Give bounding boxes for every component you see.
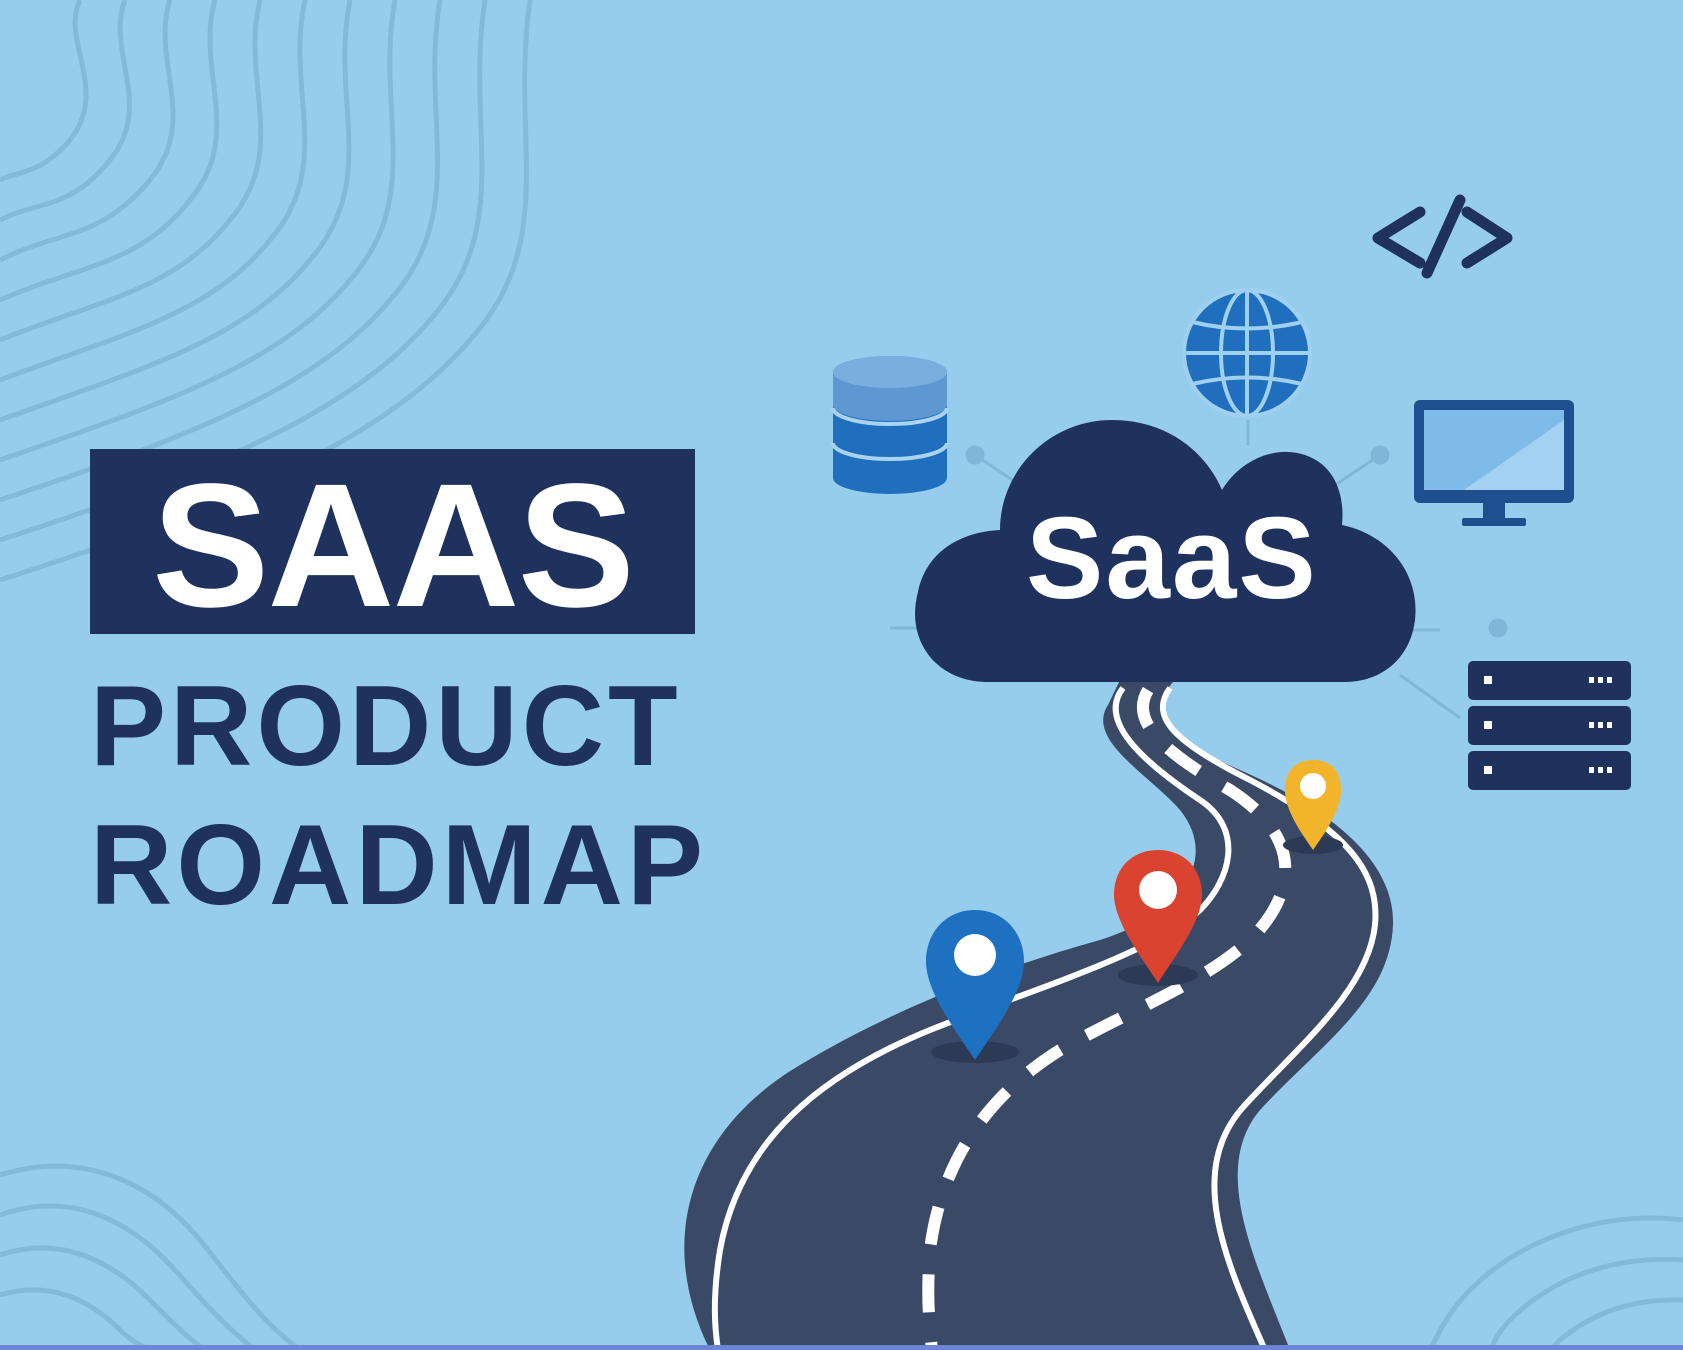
road-icon <box>684 680 1394 1350</box>
connector-lines <box>890 420 1508 720</box>
title-highlight: SAAS <box>152 447 635 644</box>
title-line-1: PRODUCT <box>90 663 682 790</box>
monitor-icon <box>1414 400 1574 526</box>
map-pin-icon <box>1113 850 1203 986</box>
wave-lines-bottom-right <box>1427 1215 1683 1350</box>
wave-lines-bottom-left <box>0 1163 302 1350</box>
title-line-2: ROADMAP <box>90 802 707 929</box>
code-icon <box>1372 194 1513 279</box>
map-pin-icon <box>925 910 1025 1063</box>
database-icon <box>831 356 949 494</box>
map-pin-icon <box>1283 760 1343 854</box>
server-icon <box>1468 661 1631 790</box>
title-highlight-box: SAAS <box>90 449 695 634</box>
globe-icon <box>1182 288 1312 418</box>
bottom-strip <box>0 1345 1683 1350</box>
cloud-icon <box>915 420 1416 682</box>
cloud-label: SaaS <box>1026 493 1318 623</box>
title-block: SAAS PRODUCT ROADMAP <box>90 449 707 929</box>
